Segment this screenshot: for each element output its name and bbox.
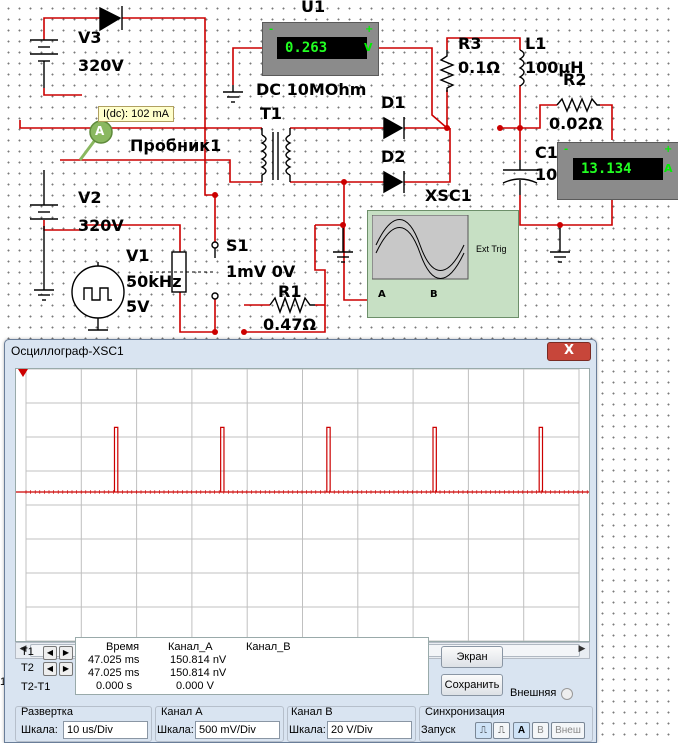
close-button[interactable]: X [547, 342, 591, 361]
col-b-header: Канал_B [246, 641, 291, 653]
t1-label: T1 [21, 646, 34, 658]
v1-name: V1 [126, 246, 150, 265]
voltmeter-minus: - [269, 24, 274, 35]
voltmeter-unit: V [364, 41, 373, 54]
d2-name: D2 [381, 147, 406, 166]
save-button[interactable]: Сохранить [441, 674, 503, 696]
v1-amp: 5V [126, 297, 150, 316]
t2-label: T2 [21, 662, 34, 674]
v2-value: 320V [78, 216, 124, 235]
channel-b-title: Канал B [291, 706, 333, 718]
ammeter-minus: - [564, 144, 569, 155]
ammeter[interactable]: 13.134 A + - [557, 142, 678, 200]
l1-value: 100μH [525, 58, 584, 77]
probe-name: Пробник1 [130, 136, 222, 155]
row2-time: 47.025 ms [88, 667, 140, 679]
channel-a-pulse [220, 426, 225, 492]
external-label: Внешняя [510, 687, 557, 699]
probe-icon[interactable]: A [95, 124, 105, 138]
sync-b-button[interactable]: B [532, 722, 549, 739]
scroll-left-icon[interactable]: ◀ [19, 644, 27, 654]
channel-a-terminal: A [378, 289, 386, 300]
voltmeter-plus: + [365, 24, 374, 35]
voltmeter-u1[interactable]: 0.263 V + - [262, 22, 379, 76]
v3-value: 320V [78, 56, 124, 75]
channel-a-pulse [113, 426, 119, 492]
row2-a: 150.814 nV [170, 667, 227, 679]
v3-name: V3 [78, 28, 102, 47]
r2-name: R2 [563, 70, 587, 89]
ammeter-reading: 13.134 [573, 158, 663, 180]
t1-left-arrow-icon[interactable]: ◀ [43, 646, 57, 660]
c1-name: C1 [535, 143, 558, 162]
channel-a-title: Канал A [161, 706, 203, 718]
sync-title: Синхронизация [425, 706, 505, 718]
channel-a-pulse [538, 426, 544, 492]
r1-value: 0.47Ω [263, 315, 317, 334]
sync-trigger-label: Запуск [421, 724, 456, 736]
col-time-header: Время [106, 641, 140, 653]
r1-name: R1 [278, 282, 302, 301]
t2-left-arrow-icon[interactable]: ◀ [43, 662, 57, 676]
row3-time: 0.000 s [96, 680, 133, 692]
external-radio[interactable] [561, 688, 573, 700]
row3-a: 0.000 V [176, 680, 214, 692]
oscilloscope-screen[interactable] [15, 368, 590, 642]
channel-b-scale-field[interactable]: 20 V/Div [327, 721, 412, 739]
channel-a-pulse [432, 426, 437, 492]
channel-a-pulse [326, 426, 331, 492]
r3-value: 0.1Ω [458, 58, 500, 77]
probe-tooltip: I(dc): 102 mA [98, 106, 175, 122]
waveform-plot [16, 369, 589, 641]
channel-b-scale-label: Шкала: [289, 724, 326, 736]
channel-a-scale-field[interactable]: 500 mV/Div [195, 721, 280, 739]
t2t1-label: T2-T1 [21, 681, 51, 693]
oscilloscope-window: Осциллограф-XSC1 X ◀ ▶ T1 ◀ ▶ T2 ◀ ▶ T2-… [4, 339, 597, 743]
c1-value: 10 [535, 165, 558, 184]
r3-name: R3 [458, 34, 482, 53]
s1-name: S1 [226, 236, 249, 255]
t2-right-arrow-icon[interactable]: ▶ [59, 662, 73, 676]
rising-edge-icon[interactable]: ⎍ [475, 722, 492, 739]
s1-value: 1mV 0V [226, 262, 296, 281]
oscilloscope-xsc1[interactable]: Ext Trig A B [367, 210, 519, 318]
l1-name: L1 [525, 34, 547, 53]
trigger-marker-icon[interactable] [18, 369, 28, 377]
ammeter-unit: A [664, 162, 673, 175]
col-a-header: Канал_A [168, 641, 213, 653]
window-title: Осциллограф-XSC1 [11, 344, 124, 358]
xsc1-name: XSC1 [425, 186, 472, 205]
cursor-readout-table: Время Канал_A Канал_B 47.025 ms 150.814 … [75, 637, 429, 695]
row1-time: 47.025 ms [88, 654, 140, 666]
falling-edge-icon[interactable]: ⎍ [493, 722, 510, 739]
u1-name: U1 [301, 0, 326, 16]
timebase-scale-label: Шкала: [21, 724, 58, 736]
timebase-title: Развертка [21, 706, 73, 718]
channel-a-scale-label: Шкала: [157, 724, 194, 736]
oscilloscope-thumbnail [372, 215, 469, 280]
v2-name: V2 [78, 188, 102, 207]
ext-trig-label: Ext Trig [476, 244, 507, 254]
r2-value: 0.02Ω [549, 114, 603, 133]
d1-name: D1 [381, 93, 406, 112]
sync-ext-button[interactable]: Внеш [551, 722, 585, 739]
sync-a-button[interactable]: A [513, 722, 530, 739]
ammeter-plus: + [664, 144, 673, 155]
u1-label: DC 10MOhm [256, 80, 367, 99]
channel-b-terminal: B [430, 289, 438, 300]
v1-freq: 50kHz [126, 272, 182, 291]
t1-right-arrow-icon[interactable]: ▶ [59, 646, 73, 660]
scroll-right-icon[interactable]: ▶ [578, 644, 586, 654]
screen-button[interactable]: Экран [441, 646, 503, 668]
t1-name: T1 [260, 104, 283, 123]
voltmeter-reading: 0.263 [277, 37, 367, 59]
row1-a: 150.814 nV [170, 654, 227, 666]
timebase-scale-field[interactable]: 10 us/Div [63, 721, 148, 739]
